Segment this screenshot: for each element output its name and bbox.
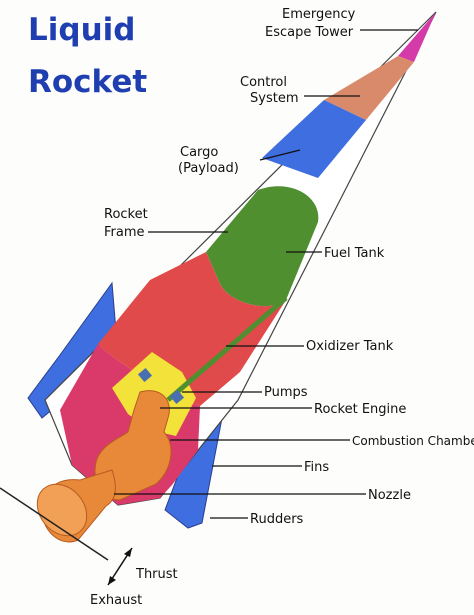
control-system-section [324, 56, 414, 120]
label-fins: Fins [304, 460, 329, 475]
pump-valve-left [137, 367, 153, 383]
label-payload: (Payload) [178, 161, 239, 176]
thrust-arrowhead [124, 548, 132, 557]
label-rudders: Rudders [250, 512, 304, 527]
pump-valve-right [169, 389, 185, 405]
label-control: Control [240, 75, 287, 90]
label-rocket: Rocket [104, 207, 148, 222]
label-thrust: Thrust [135, 567, 178, 582]
label-fuel-tank: Fuel Tank [324, 246, 385, 261]
cargo-section [262, 100, 366, 178]
label-pumps: Pumps [264, 385, 308, 400]
label-cargo: Cargo [180, 145, 218, 160]
escape-tower [398, 12, 436, 62]
leader-cargo [259, 149, 301, 161]
title-line-2: Rocket [28, 64, 147, 100]
nozzle-exit [36, 483, 88, 537]
ground-line [0, 487, 109, 561]
label-emergency: Emergency [282, 7, 356, 22]
label-combustion-chamber: Combustion Chamber [352, 434, 474, 448]
title-line-1: Liquid [28, 12, 135, 48]
exhaust-arrowhead [108, 576, 116, 585]
label-escape-tower: Escape Tower [265, 25, 354, 40]
label-system: System [250, 91, 298, 106]
fuel-tank [206, 186, 319, 307]
label-nozzle: Nozzle [368, 488, 411, 503]
fuel-line [166, 296, 288, 402]
label-frame: Frame [104, 225, 145, 240]
label-oxidizer-tank: Oxidizer Tank [306, 339, 394, 354]
label-exhaust: Exhaust [90, 593, 142, 608]
label-rocket-engine: Rocket Engine [314, 402, 406, 417]
